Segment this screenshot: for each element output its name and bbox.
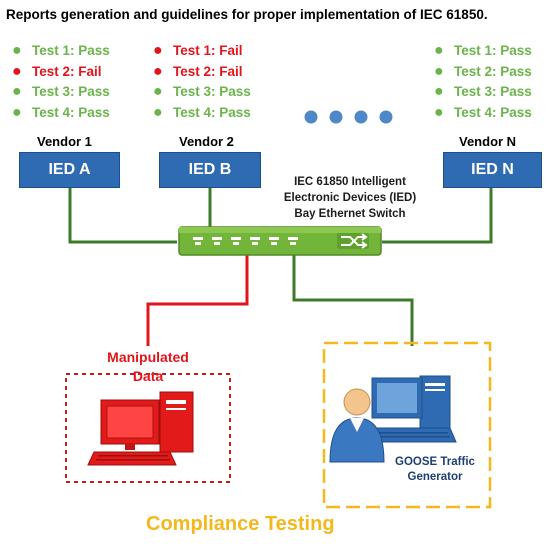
bullet-icon: ● xyxy=(434,62,444,80)
test-item: ●Test 2: Fail xyxy=(12,62,110,83)
bullet-icon: ● xyxy=(12,103,22,121)
manipulated-data-label: Manipulated Data xyxy=(107,349,189,384)
bullet-icon: ● xyxy=(153,42,163,59)
ied-n-box: IED N xyxy=(443,152,542,188)
page-title: Reports generation and guidelines for pr… xyxy=(6,7,488,22)
ied-a-box: IED A xyxy=(19,152,120,188)
vendor-1-test-list: ●Test 1: Pass ●Test 2: Fail ●Test 3: Pas… xyxy=(12,41,110,123)
ethernet-switch xyxy=(178,226,382,256)
test-item: ●Test 1: Pass xyxy=(434,41,532,62)
ellipsis-dot xyxy=(379,110,393,124)
link-switch-goose xyxy=(292,255,414,346)
test-item: ●Test 2: Fail xyxy=(153,62,251,83)
test-item: ●Test 4: Pass xyxy=(12,103,110,124)
link-ied-a-switch xyxy=(68,187,177,244)
vendor-2-label: Vendor 2 xyxy=(179,134,234,149)
bullet-icon: ● xyxy=(153,103,163,121)
test-item: ●Test 3: Pass xyxy=(12,82,110,103)
bullet-icon: ● xyxy=(12,83,22,100)
switch-arrows-icon xyxy=(337,233,369,249)
manipulated-data-frame xyxy=(65,373,231,483)
goose-generator-frame xyxy=(322,341,492,509)
vendor-n-label: Vendor N xyxy=(459,134,517,149)
bullet-icon: ● xyxy=(12,62,22,80)
link-ied-n-switch xyxy=(382,187,493,244)
ellipsis-dot xyxy=(329,110,343,124)
user-computer-icon xyxy=(329,375,457,463)
test-item: ●Test 1: Pass xyxy=(12,41,110,62)
link-switch-manipulated xyxy=(146,255,249,346)
switch-label: IEC 61850 Intelligent Electronic Devices… xyxy=(283,176,417,220)
compliance-testing-label: Compliance Testing xyxy=(146,513,335,535)
ellipsis-dot xyxy=(304,110,318,124)
test-item: ●Test 2: Pass xyxy=(434,62,532,83)
test-item: ●Test 4: Pass xyxy=(434,103,532,124)
bullet-icon: ● xyxy=(12,42,22,59)
test-item: ●Test 1: Fail xyxy=(153,41,251,62)
vendor-1-label: Vendor 1 xyxy=(37,134,92,149)
bullet-icon: ● xyxy=(434,103,444,121)
goose-generator-label: GOOSE Traffic Generator xyxy=(395,456,475,483)
bullet-icon: ● xyxy=(153,62,163,80)
red-computer-icon xyxy=(87,391,194,466)
vendor-n-test-list: ●Test 1: Pass ●Test 2: Pass ●Test 3: Pas… xyxy=(434,41,532,123)
test-item: ●Test 4: Pass xyxy=(153,103,251,124)
bullet-icon: ● xyxy=(153,83,163,100)
bullet-icon: ● xyxy=(434,42,444,59)
test-item: ●Test 3: Pass xyxy=(434,82,532,103)
bullet-icon: ● xyxy=(434,83,444,100)
ellipsis-dot xyxy=(354,110,368,124)
vendor-2-test-list: ●Test 1: Fail ●Test 2: Fail ●Test 3: Pas… xyxy=(153,41,251,123)
test-item: ●Test 3: Pass xyxy=(153,82,251,103)
ied-b-box: IED B xyxy=(159,152,261,188)
